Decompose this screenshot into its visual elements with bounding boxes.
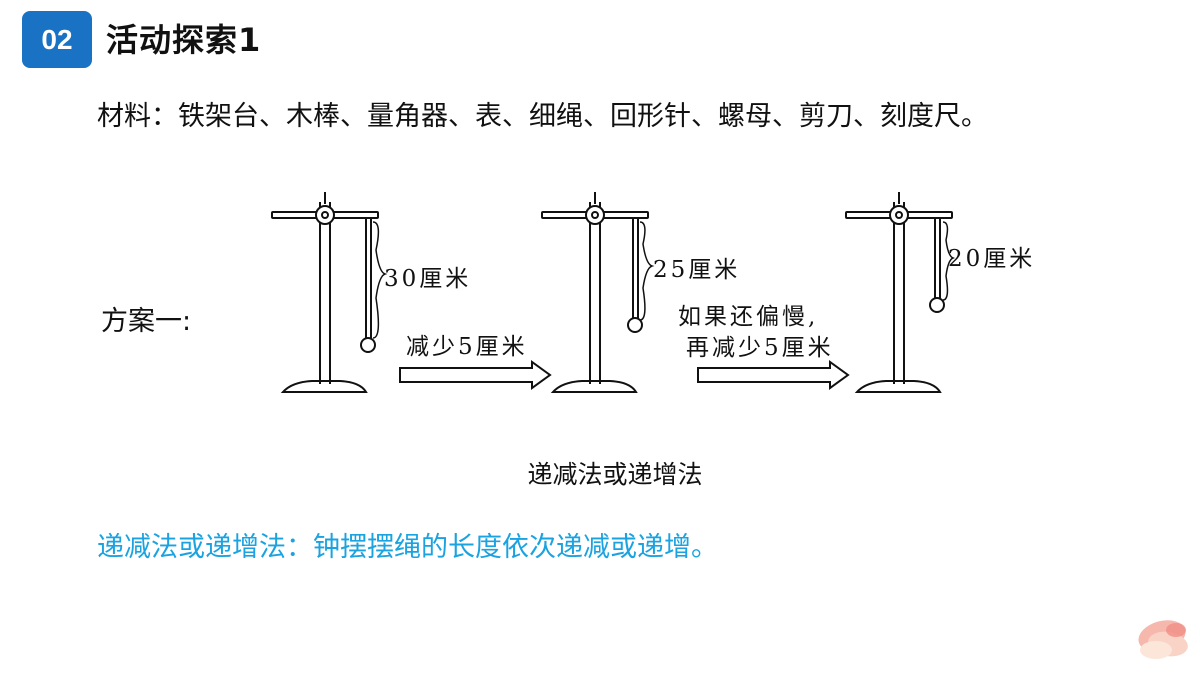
rope-length-label-3: 20厘米 bbox=[948, 246, 1036, 272]
materials-text: 材料：铁架台、木棒、量角器、表、细绳、回形针、螺母、剪刀、刻度尺。 bbox=[97, 101, 988, 132]
iron-stand-1 bbox=[271, 192, 388, 393]
arrow-2-label-line-1: 如果还偏慢, bbox=[678, 304, 819, 330]
rope-length-label-2: 25厘米 bbox=[653, 257, 741, 283]
arrow-2-label-line-2: 再减少5厘米 bbox=[686, 335, 834, 361]
iron-stand-2 bbox=[541, 192, 655, 393]
summary-text: 递减法或递增法：钟摆摆绳的长度依次递减或递增。 bbox=[97, 532, 718, 563]
arrow-right-icon bbox=[697, 360, 850, 390]
arrow-right-icon bbox=[399, 360, 552, 390]
plan-label: 方案一: bbox=[101, 306, 192, 337]
page-title: 活动探索1 bbox=[106, 21, 262, 59]
rope-length-label-1: 30厘米 bbox=[384, 266, 472, 292]
brand-logo-icon bbox=[1138, 620, 1188, 659]
arrow-1-label: 减少5厘米 bbox=[406, 334, 528, 360]
diagram-caption: 递减法或递增法 bbox=[527, 460, 703, 489]
iron-stand-3 bbox=[845, 192, 956, 393]
section-number-badge: 02 bbox=[22, 11, 92, 68]
